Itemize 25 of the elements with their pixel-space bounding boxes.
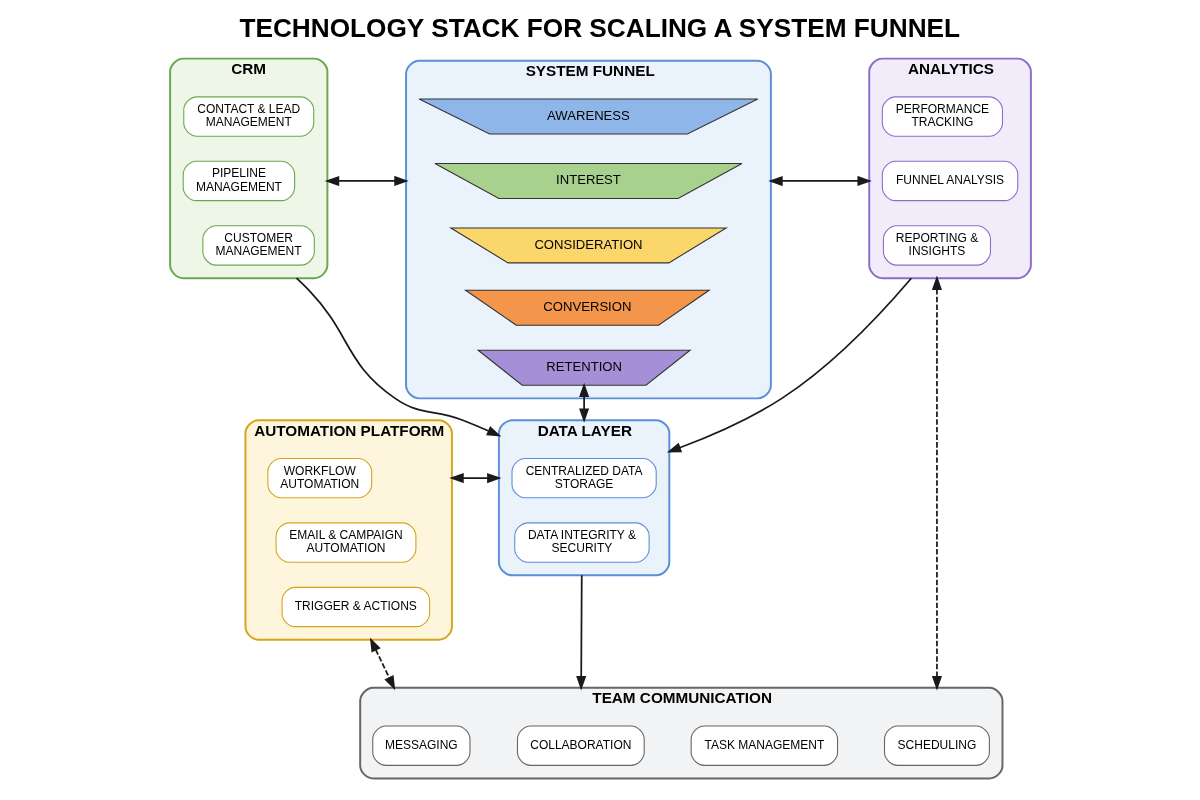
node-box: REPORTING & INSIGHTS [882, 225, 991, 266]
node-box: PIPELINE MANAGEMENT [182, 160, 295, 202]
arrow [666, 277, 912, 453]
node-box: SCHEDULING [883, 725, 990, 766]
arrow [369, 637, 395, 691]
arrow [931, 275, 942, 691]
node-box: MESSAGING [371, 725, 470, 766]
arrow [767, 175, 872, 187]
diagram-title: TECHNOLOGY STACK FOR SCALING A SYSTEM FUNNEL [238, 13, 960, 44]
arrow [578, 382, 589, 423]
node-box: TRIGGER & ACTIONS [281, 586, 430, 628]
node-box: DATA INTEGRITY & SECURITY [513, 522, 650, 563]
node-box: PERFORMANCE TRACKING [881, 96, 1003, 137]
arrow [295, 277, 501, 437]
node-box: WORKFLOW AUTOMATION [266, 457, 372, 499]
node-box: CUSTOMER MANAGEMENT [201, 225, 315, 266]
arrow [324, 175, 409, 187]
node-box: FUNNEL ANALYSIS [881, 160, 1018, 202]
node-box: CONTACT & LEAD MANAGEMENT [182, 96, 314, 137]
arrow [575, 574, 586, 691]
node-box: TASK MANAGEMENT [690, 725, 838, 766]
node-box: EMAIL & CAMPAIGN AUTOMATION [275, 522, 416, 563]
node-box: COLLABORATION [516, 725, 645, 766]
arrow [448, 473, 502, 484]
node-box: CENTRALIZED DATA STORAGE [510, 457, 657, 499]
